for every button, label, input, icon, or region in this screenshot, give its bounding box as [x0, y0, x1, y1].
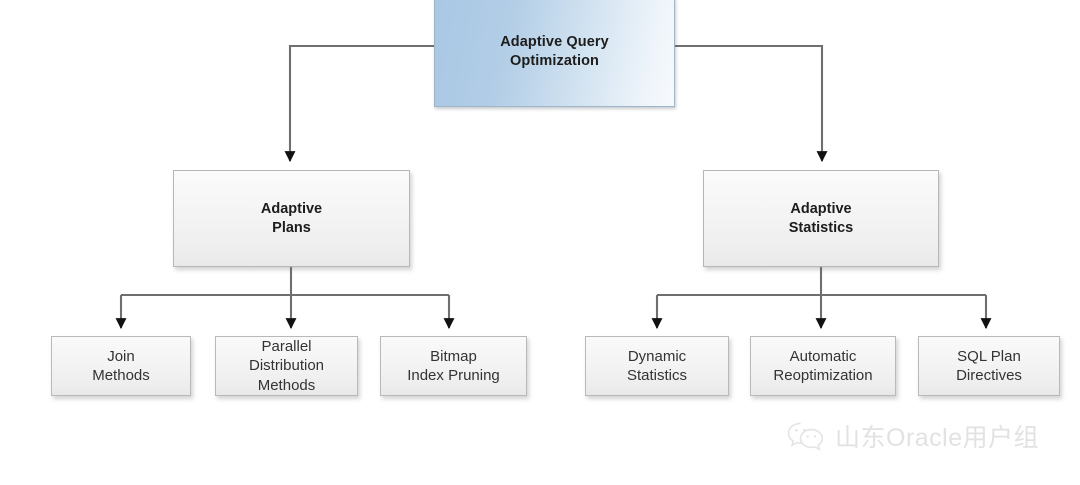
node-label-line2: Distribution — [248, 357, 325, 375]
node-automatic-reoptimization[interactable]: Automatic Reoptimization — [750, 336, 896, 396]
node-bitmap-index-pruning[interactable]: Bitmap Index Pruning — [380, 336, 527, 396]
node-label-line2: Optimization — [509, 52, 599, 69]
node-label-line1: SQL Plan — [957, 347, 1021, 365]
node-dynamic-statistics[interactable]: Dynamic Statistics — [585, 336, 729, 396]
node-label-line2: Index Pruning — [407, 367, 500, 384]
node-label-line1: Adaptive — [260, 200, 323, 217]
watermark: 山东Oracle用户组 — [786, 418, 1039, 454]
node-label: Parallel Distribution Methods — [249, 337, 324, 395]
node-label-line1: Adaptive — [790, 200, 852, 217]
node-label-line2: Methods — [92, 367, 150, 384]
node-join-methods[interactable]: Join Methods — [51, 336, 191, 396]
node-label: Adaptive Query Optimization — [500, 33, 609, 70]
node-label: Join Methods — [92, 347, 150, 385]
node-label-line1: Adaptive Query — [500, 33, 609, 50]
wechat-icon — [787, 422, 824, 451]
watermark-text: 山东Oracle用户组 — [835, 424, 1040, 452]
node-label-line2: Reoptimization — [773, 367, 873, 384]
node-label: Automatic Reoptimization — [773, 347, 872, 385]
node-label-line2: Statistics — [788, 219, 854, 236]
node-label-line1: Join — [107, 347, 135, 365]
node-label: Dynamic Statistics — [627, 347, 687, 385]
node-label: Bitmap Index Pruning — [407, 347, 500, 385]
node-adaptive-statistics[interactable]: Adaptive Statistics — [703, 170, 939, 267]
node-label-line2: Plans — [272, 219, 311, 236]
node-label-line1: Dynamic — [627, 347, 687, 365]
node-label: SQL Plan Directives — [956, 347, 1022, 385]
node-label-line1: Bitmap — [430, 347, 477, 365]
edge-root-to-adaptive-plans — [284, 44, 434, 163]
node-parallel-distribution-methods[interactable]: Parallel Distribution Methods — [215, 336, 358, 396]
node-label: Adaptive Statistics — [789, 200, 853, 237]
node-sql-plan-directives[interactable]: SQL Plan Directives — [918, 336, 1060, 396]
node-label: Adaptive Plans — [261, 200, 322, 237]
node-label-line2: Statistics — [626, 367, 687, 384]
node-label-line3: Methods — [257, 376, 316, 394]
node-label-line1: Parallel — [261, 338, 312, 356]
node-adaptive-plans[interactable]: Adaptive Plans — [173, 170, 410, 267]
node-label-line1: Automatic — [789, 347, 857, 365]
node-label-line2: Directives — [956, 367, 1022, 384]
node-adaptive-query-optimization[interactable]: Adaptive Query Optimization — [434, 0, 675, 107]
edge-root-to-adaptive-statistics — [675, 44, 828, 163]
